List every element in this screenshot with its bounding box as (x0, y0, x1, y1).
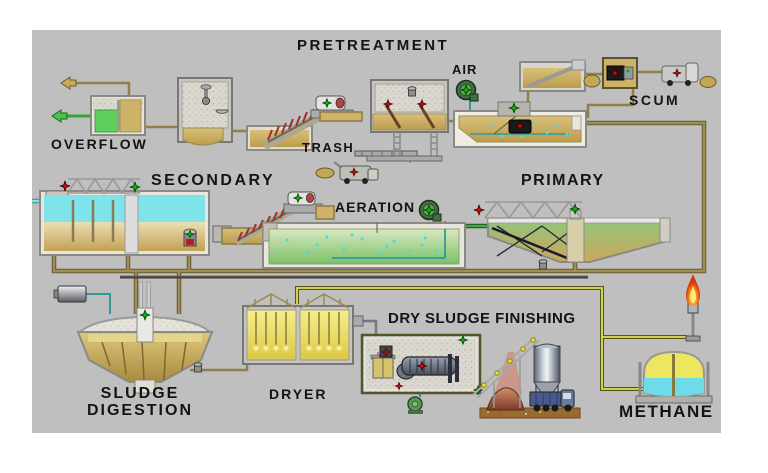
sludge-dryer (242, 293, 364, 365)
scum-skimmer-trough (519, 59, 601, 92)
label-dryer: DRYER (269, 386, 328, 402)
finishing-room (360, 333, 482, 395)
diagram-panel: PRETREATMENT OVERFLOW TRASH AIR SCUM SEC… (32, 30, 721, 433)
label-air: AIR (452, 62, 478, 77)
label-pretreatment: PRETREATMENT (297, 37, 450, 54)
screw2-motor[interactable] (287, 191, 316, 206)
scum-truck[interactable] (661, 62, 717, 88)
overflow-arrow-icon (51, 109, 68, 123)
label-aeration: AERATION (335, 199, 416, 215)
bypass-arrow-icon (60, 76, 77, 90)
secondary-drive-status[interactable] (59, 180, 71, 192)
loadout-conveyor[interactable] (472, 336, 540, 408)
label-scum: SCUM (629, 92, 681, 108)
ground-speckles (487, 410, 569, 415)
label-sludge-line2: DIGESTION (86, 401, 193, 419)
digester-motor[interactable] (53, 285, 87, 303)
label-sludge-digestion: SLUDGE DIGESTION (60, 385, 220, 420)
methane-gas-holder (635, 350, 713, 404)
scum-ball (583, 74, 601, 88)
secondary-clarifier (39, 177, 210, 256)
filtrate-pump[interactable] (407, 396, 423, 414)
screen-ladders (366, 132, 443, 162)
screw1-motor[interactable] (315, 95, 346, 111)
gas-flare (685, 274, 701, 342)
label-secondary: SECONDARY (151, 172, 276, 189)
label-primary: PRIMARY (521, 172, 605, 189)
dry-sludge-pile (486, 387, 525, 411)
headworks-building (177, 77, 233, 146)
trash-truck[interactable] (315, 161, 379, 184)
scum-pump-station[interactable] (602, 57, 638, 89)
methane-gas-pipe (295, 286, 687, 391)
dump-truck[interactable] (529, 389, 575, 412)
aeration-blower[interactable] (418, 199, 442, 222)
primary-clarifier (484, 200, 671, 270)
sludge-digester (76, 281, 214, 394)
aeration-basin (262, 222, 466, 269)
ground-strip (479, 407, 581, 419)
label-dry-sludge-finishing: DRY SLUDGE FINISHING (388, 310, 576, 327)
ras-pump[interactable] (183, 228, 197, 247)
air-blower[interactable] (455, 79, 479, 102)
inlet-screw-conveyor (246, 108, 363, 151)
label-overflow: OVERFLOW (51, 136, 148, 152)
label-sludge-line1: SLUDGE (100, 385, 180, 402)
overflow-tank (90, 95, 146, 136)
label-methane: METHANE (619, 402, 714, 421)
main-process-pipes (51, 120, 707, 314)
process-diagram-canvas (32, 57, 717, 419)
belt-press[interactable] (396, 354, 459, 383)
bar-screen-building (370, 79, 449, 133)
primary-drive-status[interactable] (473, 204, 485, 216)
grit-pump[interactable] (508, 119, 532, 134)
label-trash: TRASH (302, 140, 355, 155)
grit-bridge-valve[interactable] (497, 101, 531, 117)
scum-pile (699, 76, 717, 88)
trash-conveyor-rail (354, 150, 418, 163)
trash-pile (315, 167, 335, 179)
